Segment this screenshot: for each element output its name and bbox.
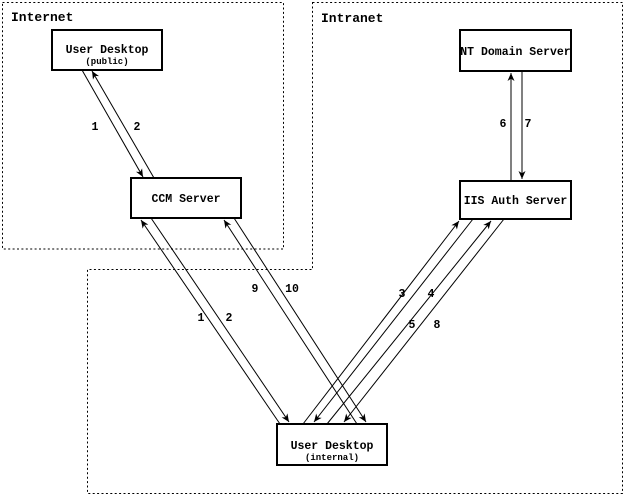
user-desktop-public-subtitle: (public) xyxy=(85,57,128,67)
edge-label-7: 7 xyxy=(525,118,532,131)
arrow-1-public-desktop-to-ccm xyxy=(81,69,144,178)
arrow-3-internal-desktop-to-iis xyxy=(302,220,460,425)
intranet-zone-boundary xyxy=(87,2,623,494)
edge-label-9: 9 xyxy=(252,283,259,296)
arrow-2-ccm-to-internal-desktop xyxy=(150,217,290,423)
arrow-10-ccm-to-internal-desktop xyxy=(233,217,367,423)
node-user-desktop-public: User Desktop (public) xyxy=(51,29,163,71)
nt-domain-server-box xyxy=(459,29,572,72)
intranet-zone-label: Intranet xyxy=(321,11,383,26)
ccm-server-title: CCM Server xyxy=(151,193,220,206)
edge-label-2-public: 2 xyxy=(134,121,141,134)
edge-label-3: 3 xyxy=(399,288,406,301)
user-desktop-public-box xyxy=(51,29,163,71)
arrow-5-internal-desktop-to-iis xyxy=(326,220,492,425)
arrow-1-internal-desktop-to-ccm xyxy=(140,219,281,425)
edge-label-2-internal: 2 xyxy=(226,312,233,325)
user-desktop-internal-title: User Desktop xyxy=(291,440,374,453)
user-desktop-internal-box xyxy=(276,423,388,466)
edge-label-6: 6 xyxy=(500,118,507,131)
node-nt-domain-server: NT Domain Server xyxy=(459,29,572,72)
user-desktop-public-title: User Desktop xyxy=(66,44,149,57)
node-user-desktop-internal: User Desktop (internal) xyxy=(276,423,388,466)
arrow-9-internal-desktop-to-ccm xyxy=(223,219,358,425)
iis-auth-server-title: IIS Auth Server xyxy=(464,195,568,208)
internet-zone-label: Internet xyxy=(11,10,73,25)
edge-label-10: 10 xyxy=(285,283,299,296)
user-desktop-internal-subtitle: (internal) xyxy=(305,453,359,463)
arrow-8-iis-to-internal-desktop xyxy=(343,218,505,423)
edge-label-5: 5 xyxy=(409,319,416,332)
nt-domain-server-title: NT Domain Server xyxy=(460,46,571,59)
iis-auth-server-box xyxy=(459,180,572,220)
arrow-4-iis-to-internal-desktop xyxy=(313,218,474,423)
node-ccm-server: CCM Server xyxy=(130,177,242,219)
edge-label-1-internal: 1 xyxy=(198,312,205,325)
ccm-server-box xyxy=(130,177,242,219)
arrow-2-ccm-to-public-desktop xyxy=(91,70,155,179)
flow-arrow-labels: 1 2 1 2 9 10 3 4 5 8 6 7 xyxy=(92,118,532,332)
node-iis-auth-server: IIS Auth Server xyxy=(459,180,572,220)
edge-label-8: 8 xyxy=(434,319,441,332)
edge-label-4: 4 xyxy=(428,288,435,301)
edge-label-1-public: 1 xyxy=(92,121,99,134)
flow-arrows xyxy=(81,69,526,425)
